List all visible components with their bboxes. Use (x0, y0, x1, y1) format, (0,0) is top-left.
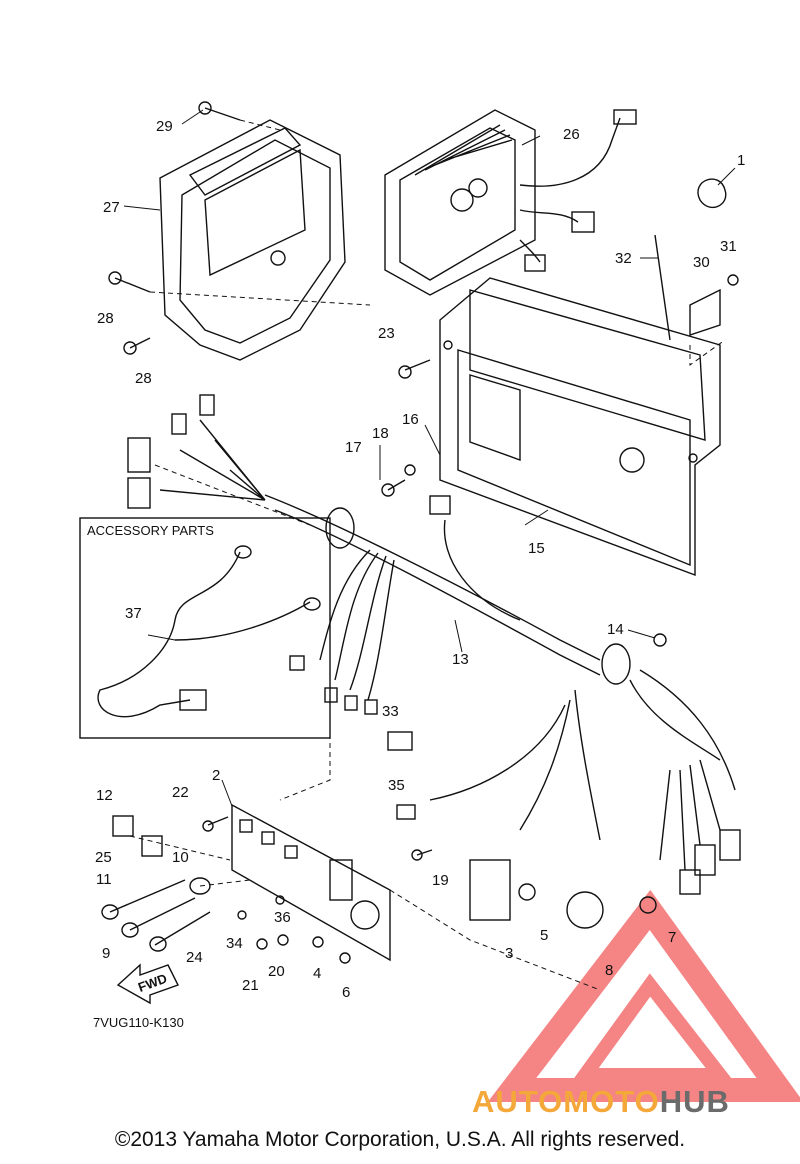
callout-3: 3 (505, 945, 513, 962)
screws (108, 101, 739, 964)
control-unit-26 (384, 109, 637, 296)
callout-13: 13 (452, 651, 469, 668)
callout-2: 2 (212, 767, 220, 784)
callout-30: 30 (693, 254, 710, 271)
callout-23: 23 (378, 325, 395, 342)
panel-plate-2 (231, 803, 391, 962)
callout-28a: 28 (97, 310, 114, 327)
callout-36: 36 (274, 909, 291, 926)
callout-17: 17 (345, 439, 362, 456)
callout-9: 9 (102, 945, 110, 962)
callout-11: 11 (96, 871, 112, 888)
callout-7: 7 (668, 929, 676, 946)
callout-14: 14 (607, 621, 624, 638)
callout-28b: 28 (135, 370, 152, 387)
watermark-part1: AUTOMOTO (472, 1084, 660, 1119)
callout-lines (123, 109, 736, 807)
callout-21: 21 (242, 977, 259, 994)
callout-1: 1 (737, 152, 745, 169)
callout-4: 4 (313, 965, 321, 982)
part-code: 7VUG110-K130 (93, 1015, 184, 1030)
wire-harness-13 (127, 394, 741, 895)
watermark-logo (487, 889, 800, 1102)
copyright-notice: ©2013 Yamaha Motor Corporation, U.S.A. A… (114, 1128, 686, 1151)
callout-29: 29 (156, 118, 173, 135)
callout-34: 34 (226, 935, 243, 952)
accessory-parts-box (79, 517, 331, 739)
callout-35: 35 (388, 777, 405, 794)
callout-16: 16 (402, 411, 419, 428)
panel-box-15 (439, 277, 721, 577)
cover-27 (159, 119, 346, 361)
watermark-text: AUTOMOTOHUB (472, 1084, 730, 1119)
callout-12: 12 (96, 787, 113, 804)
callout-18: 18 (372, 425, 389, 442)
accessory-parts-label: ACCESSORY PARTS (87, 523, 214, 538)
watermark-part2: HUB (660, 1084, 730, 1119)
callout-5: 5 (540, 927, 548, 944)
callout-10: 10 (172, 849, 189, 866)
callout-33: 33 (382, 703, 399, 720)
callout-6: 6 (342, 984, 350, 1001)
callout-15: 15 (528, 540, 545, 557)
callout-31: 31 (720, 238, 737, 255)
callout-37: 37 (125, 605, 142, 622)
callout-25: 25 (95, 849, 112, 866)
callout-labels: 1 2 3 4 5 6 7 8 9 10 11 12 13 14 15 16 1… (95, 118, 745, 1001)
callout-20: 20 (268, 963, 285, 980)
callout-22: 22 (172, 784, 189, 801)
fwd-arrow: FWD (116, 963, 179, 1005)
callout-8: 8 (605, 962, 613, 979)
callout-27: 27 (103, 199, 120, 216)
callout-19: 19 (432, 872, 449, 889)
callout-32: 32 (615, 250, 632, 267)
callout-26: 26 (563, 126, 580, 143)
callout-24: 24 (186, 949, 203, 966)
leader-lines (129, 119, 726, 991)
small-parts (101, 178, 727, 952)
